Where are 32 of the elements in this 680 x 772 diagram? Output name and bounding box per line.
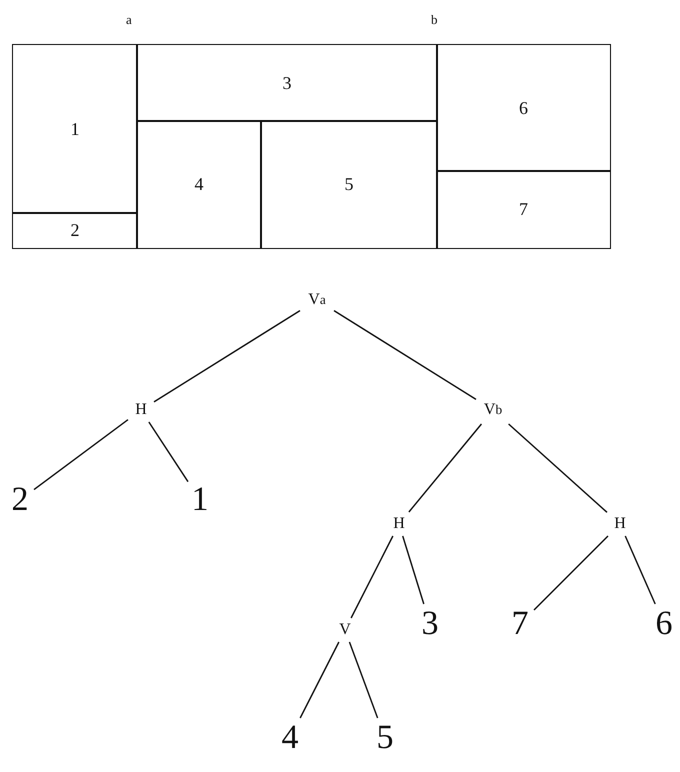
floorplan-module: 3 bbox=[136, 44, 438, 122]
cut-line-label: a bbox=[126, 12, 132, 28]
leaf-label: 4 bbox=[276, 718, 304, 758]
tree-edge bbox=[408, 424, 482, 512]
tree-edge bbox=[402, 536, 424, 604]
tree-edge bbox=[508, 423, 608, 513]
leaf-label: 5 bbox=[371, 718, 399, 758]
cut-line-label: b bbox=[431, 12, 438, 28]
floorplan-module: 1 bbox=[12, 44, 138, 214]
cut-label: V bbox=[333, 618, 357, 642]
floorplan-module: 6 bbox=[436, 44, 611, 172]
leaf-label: 2 bbox=[6, 480, 34, 520]
tree-edge bbox=[534, 536, 608, 610]
cut-label: H bbox=[128, 398, 154, 422]
tree-edge bbox=[350, 536, 394, 618]
leaf-label: 3 bbox=[416, 604, 444, 644]
floorplan-module: 2 bbox=[12, 212, 138, 249]
tree-edge bbox=[148, 422, 189, 482]
leaf-label: 6 bbox=[650, 604, 678, 644]
tree-edge bbox=[154, 310, 300, 402]
cut-label: H bbox=[607, 512, 633, 536]
floorplan-module: 4 bbox=[136, 120, 262, 249]
leaf-label: 7 bbox=[506, 604, 534, 644]
tree-edge bbox=[348, 642, 378, 718]
floorplan-module: 7 bbox=[436, 170, 611, 249]
leaf-label: 1 bbox=[188, 480, 212, 520]
tree-edge bbox=[300, 642, 340, 718]
cut-label: H bbox=[386, 512, 412, 536]
tree-edge bbox=[34, 419, 128, 490]
tree-edge bbox=[624, 536, 656, 604]
floorplan-module: 5 bbox=[260, 120, 438, 249]
tree-edge bbox=[334, 310, 476, 400]
